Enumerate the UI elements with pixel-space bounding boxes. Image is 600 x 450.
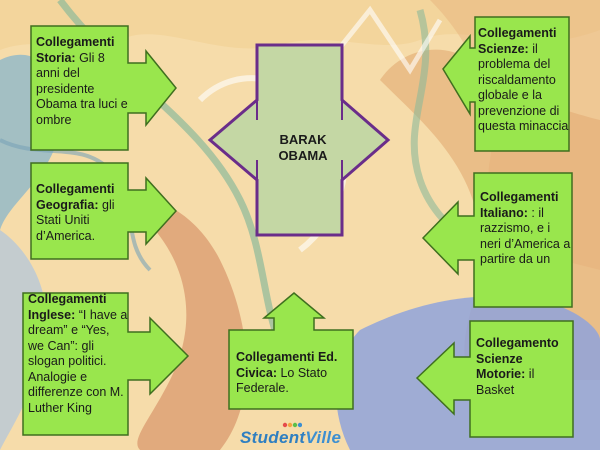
- callout-ed-civica: Collegamenti Ed. Civica: Lo Stato Federa…: [226, 290, 356, 412]
- callout-motorie-body: il Basket: [476, 367, 535, 397]
- logo-part-1: Student: [240, 428, 306, 447]
- callout-storia: Collegamenti Storia: Gli 8 anni del pres…: [28, 23, 180, 153]
- callout-motorie-text: Collegamento Scienze Motorie: il Basket: [476, 336, 572, 398]
- callout-storia-text: Collegamenti Storia: Gli 8 anni del pres…: [36, 35, 128, 128]
- center-node-label: BARAK OBAMA: [258, 132, 348, 164]
- center-line-1: BARAK: [279, 132, 327, 147]
- callout-italiano: Collegamenti Italiano: : il razzismo, e …: [420, 170, 575, 310]
- callout-italiano-text: Collegamenti Italiano: : il razzismo, e …: [480, 190, 572, 268]
- callout-geografia: Collegamenti Geografia: gli Stati Uniti …: [28, 160, 180, 262]
- callout-geografia-body: gli Stati Uniti d’America.: [36, 197, 115, 243]
- callout-inglese-text: Collegamenti Inglese: “I have a dream” e…: [28, 292, 128, 416]
- callout-motorie: Collegamento Scienze Motorie: il Basket: [414, 318, 576, 440]
- callout-inglese-title: Collegamenti Inglese:: [28, 292, 107, 322]
- callout-ed-civica-title: Collegamenti Ed. Civica:: [236, 350, 338, 380]
- callout-italiano-shape: [421, 172, 573, 308]
- callout-storia-shape: [30, 25, 177, 151]
- logo-people-icon: [282, 422, 302, 428]
- callout-storia-title: Collegamenti Storia:: [36, 35, 115, 65]
- center-line-2: OBAMA: [278, 148, 328, 163]
- callout-motorie-title: Collegamento Scienze Motorie:: [476, 336, 559, 381]
- center-node-shape: [207, 43, 391, 237]
- callout-ed-civica-text: Collegamenti Ed. Civica: Lo Stato Federa…: [236, 350, 348, 397]
- callout-scienze-text: Collegamenti Scienze: il problema del ri…: [478, 26, 570, 135]
- callout-ed-civica-shape: [228, 292, 354, 410]
- callout-italiano-title: Collegamenti Italiano:: [480, 190, 559, 220]
- callout-geografia-title: Collegamenti Geografia:: [36, 182, 115, 212]
- callout-inglese-body: “I have a dream” e “Yes, we Can”: gli sl…: [28, 307, 128, 415]
- callout-scienze-shape: [442, 16, 570, 152]
- studentville-logo: StudentVille: [240, 428, 341, 448]
- logo-part-2: Ville: [305, 428, 342, 447]
- callout-storia-body: Gli 8 anni del presidente Obama tra luci…: [36, 50, 128, 127]
- callout-inglese-shape: [22, 292, 190, 436]
- callout-scienze-title: Collegamenti Scienze:: [478, 26, 557, 56]
- callout-geografia-shape: [30, 162, 178, 260]
- callout-geografia-text: Collegamenti Geografia: gli Stati Uniti …: [36, 182, 128, 244]
- callout-italiano-body: : il razzismo, e i neri d’America a part…: [480, 205, 571, 267]
- callout-scienze-body: il problema del riscaldamento globale e …: [478, 41, 569, 134]
- callout-scienze: Collegamenti Scienze: il problema del ri…: [440, 14, 572, 154]
- callout-motorie-shape: [415, 320, 574, 438]
- callout-ed-civica-body: Lo Stato Federale.: [236, 365, 328, 396]
- callout-inglese: Collegamenti Inglese: “I have a dream” e…: [20, 290, 192, 438]
